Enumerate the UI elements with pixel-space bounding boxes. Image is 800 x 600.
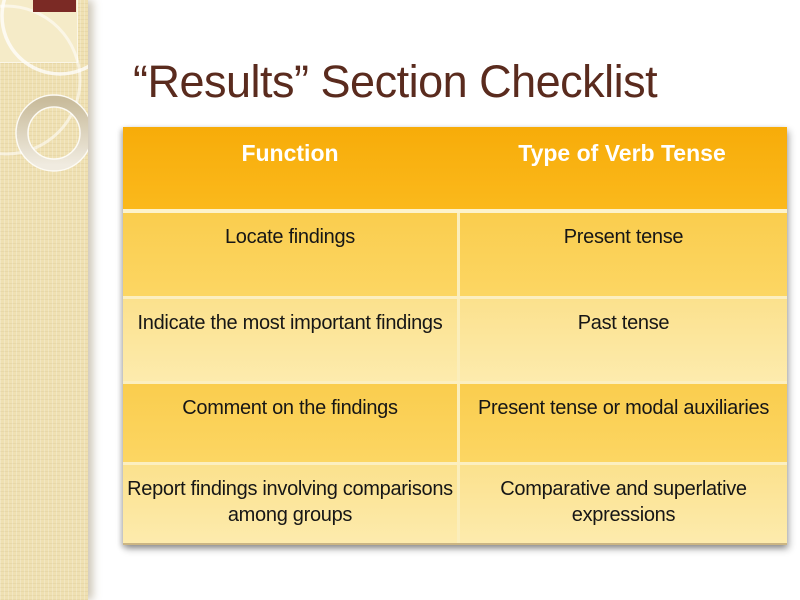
cell-function: Report findings involving comparisons am… xyxy=(127,478,453,526)
cell-function: Indicate the most important findings xyxy=(137,312,443,334)
header-cell-function: Function xyxy=(241,140,339,166)
red-accent-bar xyxy=(33,0,76,12)
cell-tense: Present tense xyxy=(457,213,787,296)
table-row: Comment on the findings Present tense or… xyxy=(123,381,787,462)
table-row: Indicate the most important findings Pas… xyxy=(123,296,787,381)
results-table: Function Type of Verb Tense Locate findi… xyxy=(123,127,787,545)
table-header-row: Function Type of Verb Tense xyxy=(123,127,787,209)
sidebar-decoration xyxy=(0,0,88,600)
cell-function: Locate findings xyxy=(224,226,356,248)
table-row: Report findings involving comparisons am… xyxy=(123,462,787,543)
cell-function: Comment on the findings xyxy=(182,397,398,419)
table-row: Locate findings Present tense xyxy=(123,213,787,296)
header-separator xyxy=(123,209,787,213)
slide-title: “Results” Section Checklist xyxy=(133,56,658,107)
decorative-circles-icon xyxy=(0,0,88,172)
header-cell-verb-tense: Type of Verb Tense xyxy=(518,140,726,166)
cell-tense: Past tense xyxy=(457,299,787,381)
cell-tense: Present tense or modal auxiliaries xyxy=(457,384,787,462)
cell-tense: Comparative and superlative expressions xyxy=(457,465,787,543)
